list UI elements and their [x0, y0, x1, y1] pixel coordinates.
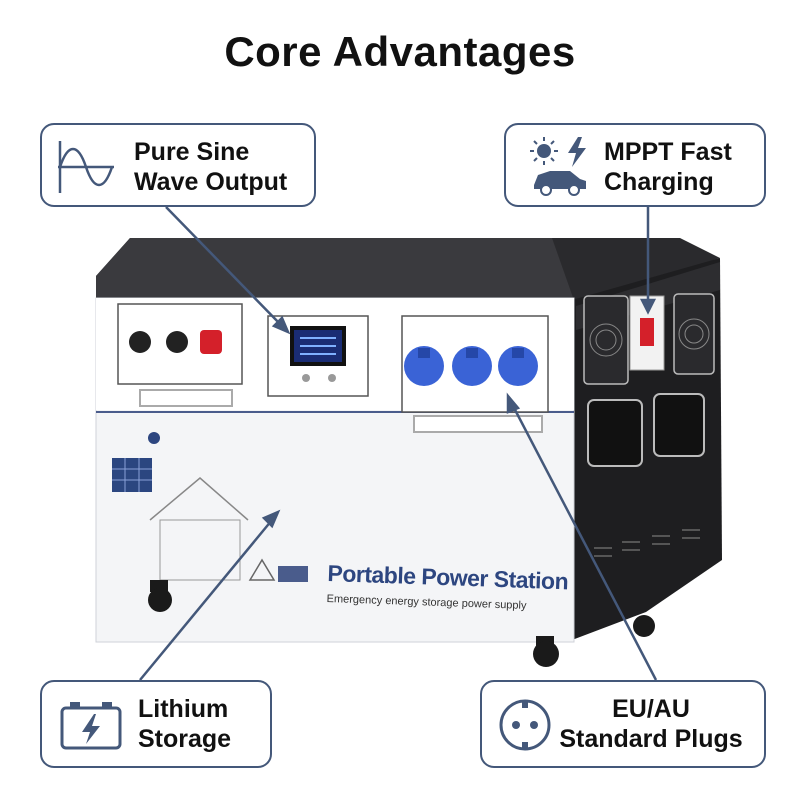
solar-panel-sketch — [112, 458, 152, 492]
rv-sketch — [278, 566, 308, 582]
callout-title-line1: Lithium — [138, 695, 229, 723]
sun-bolt-car-icon — [528, 135, 594, 202]
callout-title-line2: Standard Plugs — [559, 725, 743, 753]
battery-icon — [60, 700, 122, 757]
dc-port — [129, 331, 151, 353]
sine-wave-icon — [56, 139, 114, 200]
handle — [653, 393, 705, 457]
callout-title-line2: Wave Output — [134, 168, 288, 196]
cooling-fan — [673, 293, 715, 375]
page-title: Core Advantages — [224, 28, 576, 75]
socket — [452, 346, 492, 386]
cooling-fan — [583, 295, 629, 385]
callout-mppt-fast-charging: MPPT Fast Charging — [504, 123, 766, 207]
power-switch — [200, 330, 222, 354]
handle — [587, 399, 643, 467]
callout-title-line1: MPPT Fast — [604, 138, 732, 166]
callout-title-line2: Storage — [138, 725, 232, 753]
wheels — [148, 580, 655, 667]
sun-sketch — [148, 432, 160, 444]
callout-lithium-storage: Lithium Storage — [40, 680, 272, 768]
socket-icon — [498, 698, 552, 757]
product-label: Portable Power Station Emergency energy … — [326, 560, 568, 613]
callout-pure-sine-wave: Pure Sine Wave Output — [40, 123, 316, 207]
socket — [498, 346, 538, 386]
house-sketch — [149, 477, 249, 521]
callout-title-line1: Pure Sine — [134, 138, 250, 166]
callout-eu-au-standard-plugs: EU/AU Standard Plugs — [480, 680, 766, 768]
usb-port — [166, 331, 188, 353]
callout-title-line2: Charging — [604, 168, 714, 196]
callout-title-line1: EU/AU — [612, 695, 690, 723]
socket — [404, 346, 444, 386]
